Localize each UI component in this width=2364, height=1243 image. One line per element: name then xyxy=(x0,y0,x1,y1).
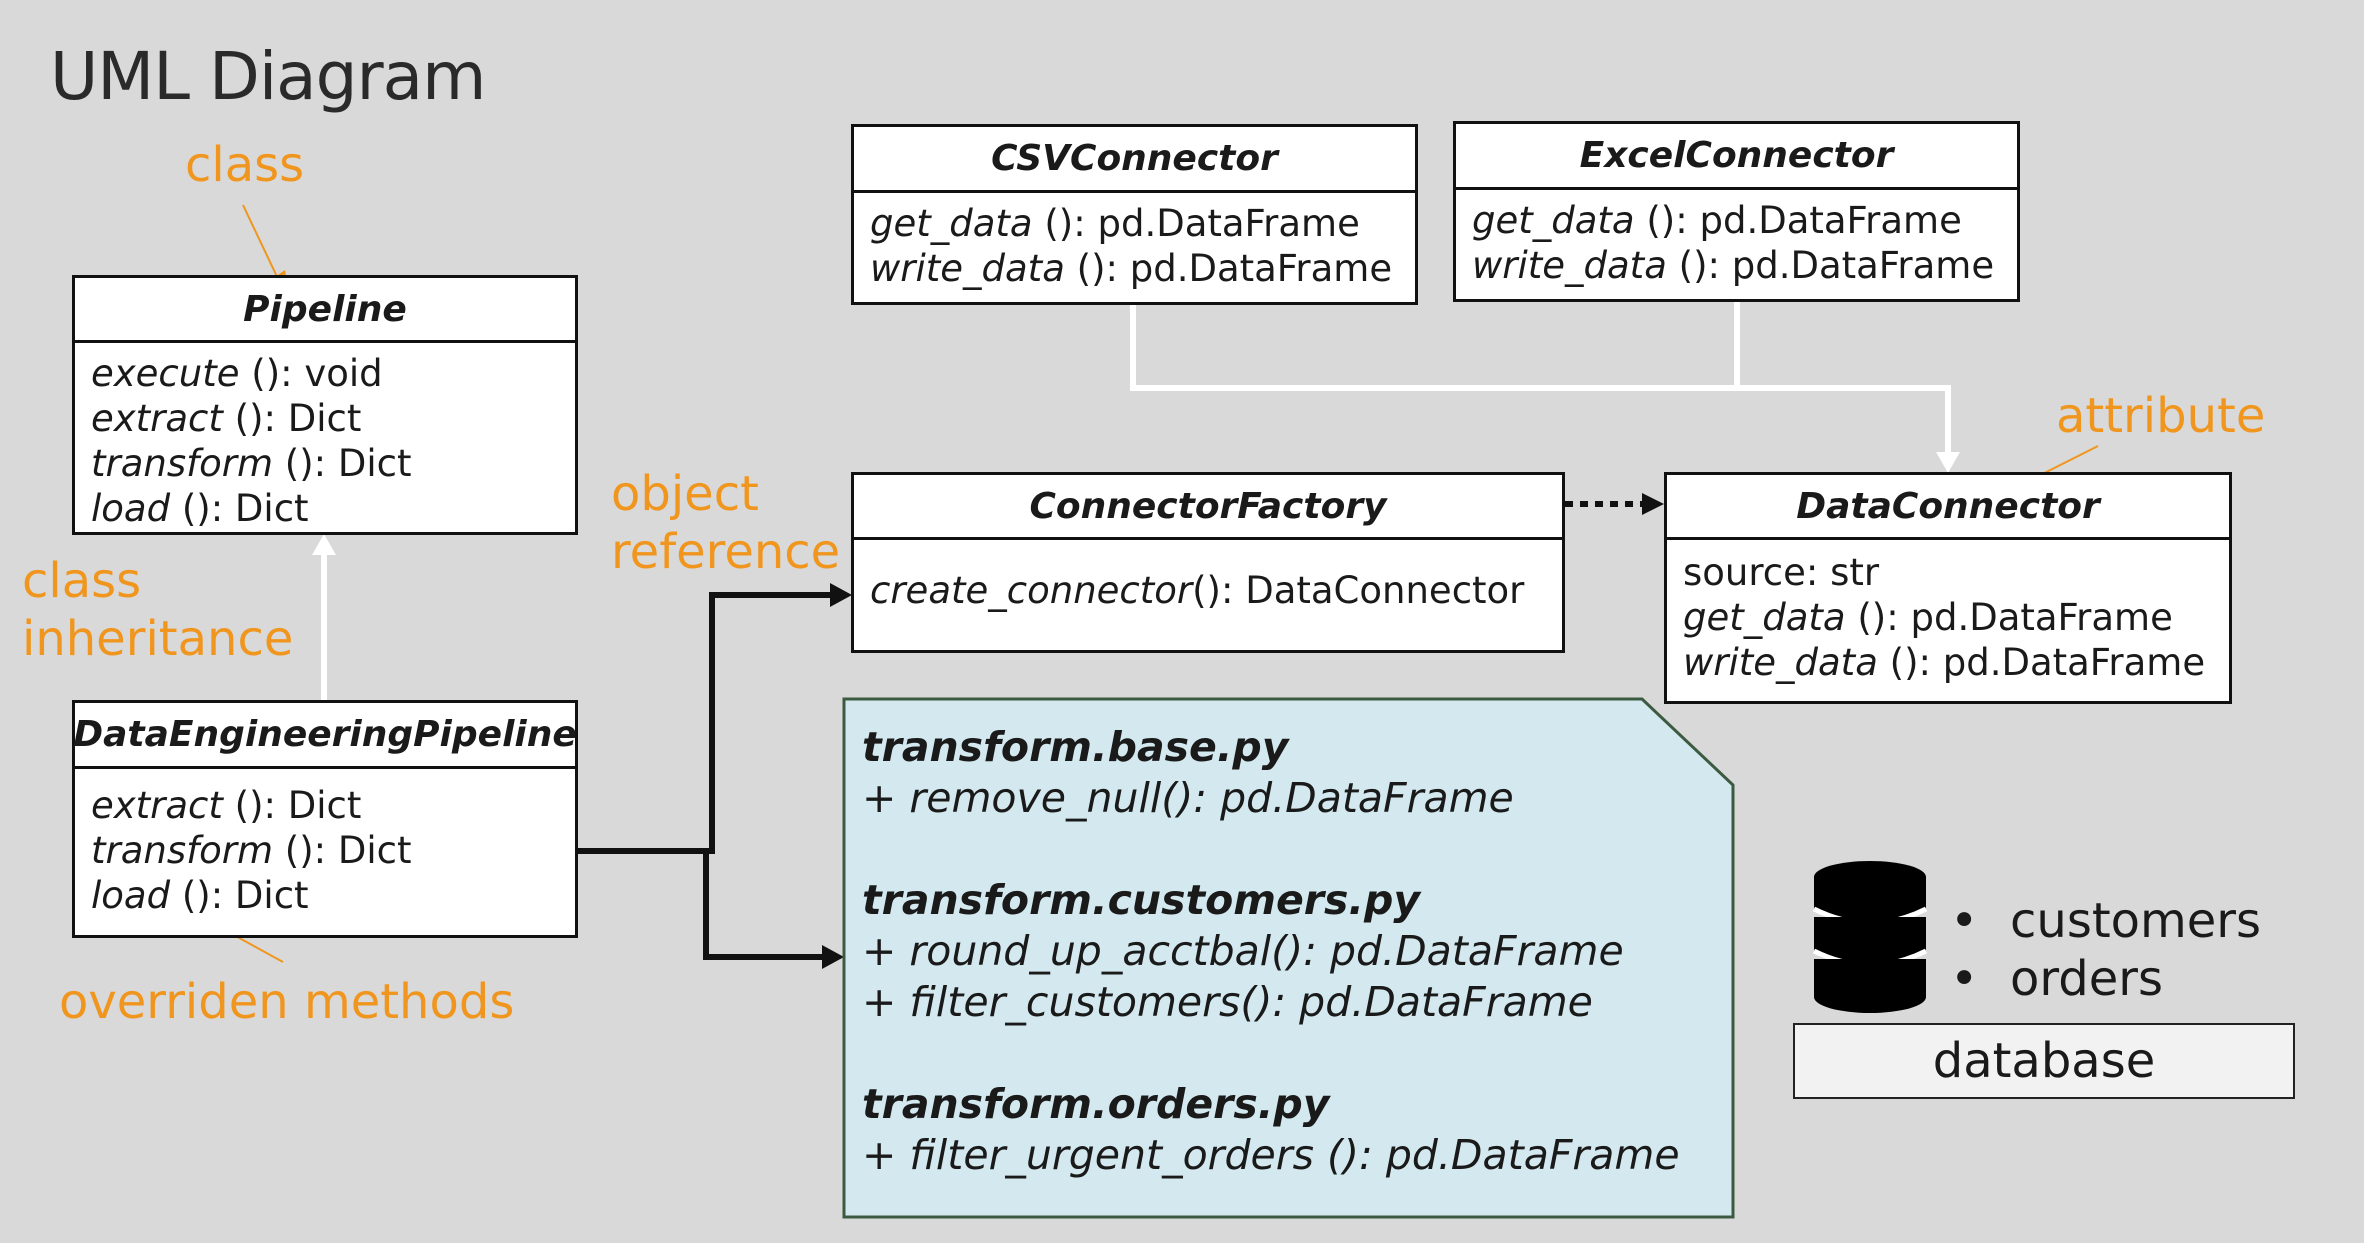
list-item: •orders xyxy=(1950,951,2163,1007)
csv-connector-class: CSVConnector get_data (): pd.DataFrame w… xyxy=(851,124,1418,305)
transform-modules-text: transform.base.py + remove_null(): pd.Da… xyxy=(862,722,1680,1181)
class-annotation: class xyxy=(185,137,305,193)
dependency-arrowhead xyxy=(1642,493,1664,515)
module-function: + filter_customers(): pd.DataFrame xyxy=(862,978,1593,1026)
reference-branch-note xyxy=(703,851,830,960)
method-row: extract (): Dict xyxy=(91,784,362,827)
csv-class-name: CSVConnector xyxy=(854,127,1415,193)
method-row: extract (): Dict xyxy=(91,397,362,440)
csv-inheritance-line xyxy=(1130,302,1951,455)
object-reference-annotation-line1: object xyxy=(611,466,759,522)
method-row: create_connector(): DataConnector xyxy=(870,569,1525,612)
module-function: + round_up_acctbal(): pd.DataFrame xyxy=(862,927,1624,975)
class-inheritance-annotation: class inheritance xyxy=(22,552,293,668)
object-reference-annotation: object reference xyxy=(611,465,840,581)
database-tables-list: •customers •orders xyxy=(1948,892,2261,1008)
method-row: write_data (): pd.DataFrame xyxy=(870,247,1393,290)
method-row: transform (): Dict xyxy=(91,442,412,485)
reference-arrowhead-note xyxy=(822,945,844,969)
method-row: write_data (): pd.DataFrame xyxy=(1472,244,1995,287)
method-row: transform (): Dict xyxy=(91,829,412,872)
csv-methods: get_data (): pd.DataFrame write_data ():… xyxy=(854,193,1415,301)
table-name-customers: customers xyxy=(2010,893,2262,949)
method-row: write_data (): pd.DataFrame xyxy=(1683,641,2206,684)
dep-class-name: DataEngineeringPipeline xyxy=(73,703,577,769)
page-title: UML Diagram xyxy=(50,38,486,115)
database-label: database xyxy=(1793,1023,2295,1099)
method-row: get_data (): pd.DataFrame xyxy=(870,202,1360,245)
list-item: •customers xyxy=(1950,893,2262,949)
dep-methods: extract (): Dict transform (): Dict load… xyxy=(75,769,575,928)
object-reference-annotation-line2: reference xyxy=(611,524,841,580)
dataconnector-inheritance-arrowhead xyxy=(1936,452,1960,473)
data-engineering-pipeline-class: DataEngineeringPipeline extract (): Dict… xyxy=(72,700,578,938)
method-row: load (): Dict xyxy=(91,874,309,917)
module-file-name: transform.customers.py xyxy=(862,876,1421,924)
pipeline-methods: execute (): void extract (): Dict transf… xyxy=(75,343,575,541)
pipeline-class-name: Pipeline xyxy=(75,278,575,343)
method-row: get_data (): pd.DataFrame xyxy=(1683,596,2173,639)
module-function: + filter_urgent_orders (): pd.DataFrame xyxy=(862,1131,1680,1179)
dc-members: source: str get_data (): pd.DataFrame wr… xyxy=(1667,540,2229,695)
data-connector-class: DataConnector source: str get_data (): p… xyxy=(1664,472,2232,704)
class-inheritance-annotation-line2: inheritance xyxy=(22,611,294,667)
inheritance-arrowhead xyxy=(312,534,336,555)
attribute-row: source: str xyxy=(1683,551,1880,594)
factory-methods: create_connector(): DataConnector xyxy=(854,540,1562,623)
reference-trunk xyxy=(578,592,840,854)
class-annotation-pointer xyxy=(242,204,281,284)
transform-modules-note xyxy=(842,697,1735,1219)
dc-class-name: DataConnector xyxy=(1667,475,2229,540)
method-row: load (): Dict xyxy=(91,487,309,530)
attribute-annotation: attribute xyxy=(2056,388,2266,444)
module-function: + remove_null(): pd.DataFrame xyxy=(862,774,1514,822)
module-file-name: transform.base.py xyxy=(862,723,1289,771)
reference-arrowhead-factory xyxy=(830,583,852,607)
connector-factory-class: ConnectorFactory create_connector(): Dat… xyxy=(851,472,1565,653)
excel-connector-class: ExcelConnector get_data (): pd.DataFrame… xyxy=(1453,121,2020,302)
database-icon xyxy=(1812,861,1928,1013)
class-inheritance-annotation-line1: class xyxy=(22,553,142,609)
factory-class-name: ConnectorFactory xyxy=(854,475,1562,540)
overriden-methods-annotation: overriden methods xyxy=(59,974,515,1030)
excel-class-name: ExcelConnector xyxy=(1456,124,2017,190)
method-row: execute (): void xyxy=(91,352,383,395)
excel-methods: get_data (): pd.DataFrame write_data ():… xyxy=(1456,190,2017,298)
table-name-orders: orders xyxy=(2010,951,2163,1007)
method-row: get_data (): pd.DataFrame xyxy=(1472,199,1962,242)
pipeline-class: Pipeline execute (): void extract (): Di… xyxy=(72,275,578,535)
module-file-name: transform.orders.py xyxy=(862,1080,1330,1128)
